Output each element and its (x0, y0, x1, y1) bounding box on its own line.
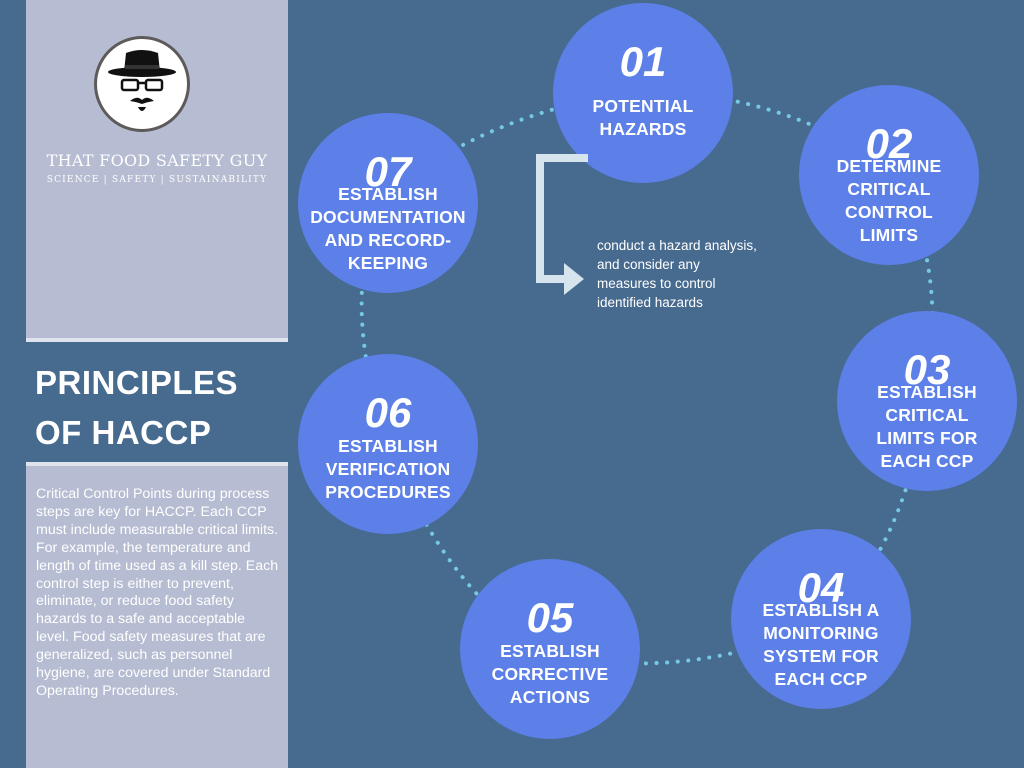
step-label-line: DOCUMENTATION (310, 207, 466, 227)
step-label-line: ESTABLISH (877, 382, 977, 402)
step-label-line: CONTROL (845, 202, 933, 222)
step-number: 02 (865, 120, 913, 167)
step-circle-01: 01 POTENTIAL HAZARDS (553, 3, 733, 183)
step-label-line: EACH CCP (774, 669, 868, 689)
step-label-line: KEEPING (347, 253, 429, 273)
step-label-line: CORRECTIVE (491, 664, 609, 684)
note-line: and consider any (597, 257, 700, 272)
step-label-line: MONITORING (763, 623, 879, 643)
bent-arrow-icon (536, 154, 588, 295)
step-label-line: SYSTEM FOR (763, 646, 879, 666)
step-label-line: ACTIONS (509, 687, 591, 707)
step-circle-05: 05 ESTABLISH CORRECTIVE ACTIONS (460, 559, 640, 739)
step-number: 04 (797, 564, 845, 611)
step-label-line: LIMITS FOR (876, 428, 978, 448)
step-label-line: DETERMINE (836, 156, 942, 176)
brand-name: THAT FOOD SAFETY GUY (46, 151, 268, 170)
step-label: DETERMINE CRITICAL CONTROL LIMITS (799, 155, 979, 247)
step-circle-07: 07 ESTABLISH DOCUMENTATION AND RECORD- KEEP… (298, 113, 478, 293)
step-label-line: EACH CCP (880, 451, 974, 471)
step-circle-06: 06 ESTABLISH VERIFICATION PROCEDURES (298, 354, 478, 534)
step-label: ESTABLISH DOCUMENTATION AND RECORD- KEEPING (298, 183, 478, 275)
step-circle-02: 02 DETERMINE CRITICAL CONTROL LIMITS (799, 85, 979, 265)
step-label-line: POTENTIAL (592, 96, 694, 116)
step-label: ESTABLISH VERIFICATION PROCEDURES (298, 435, 478, 504)
step-label-line: HAZARDS (599, 119, 687, 139)
step-number: 03 (903, 346, 951, 393)
step-label-line: ESTABLISH (500, 641, 600, 661)
step-label: POTENTIAL HAZARDS (553, 95, 733, 141)
sidebar: THAT FOOD SAFETY GUY SCIENCE | SAFETY | … (26, 0, 288, 768)
description-text: Critical Control Points during process s… (36, 486, 279, 699)
step-label: ESTABLISH A MONITORING SYSTEM FOR EACH CCP (731, 599, 911, 691)
brand-logo (94, 36, 190, 132)
page-title-line2: OF HACCP (35, 414, 212, 451)
note-line: conduct a hazard analysis, (597, 238, 757, 253)
step-number: 05 (526, 594, 574, 641)
step-label-line: CRITICAL (885, 405, 969, 425)
step-label-line: ESTABLISH (338, 436, 438, 456)
title-band: PRINCIPLES OF HACCP (26, 338, 288, 466)
note-line: measures to control (597, 276, 716, 291)
step-label-line: CRITICAL (847, 179, 931, 199)
step-number: 06 (364, 389, 412, 436)
step-label-line: LIMITS (859, 225, 919, 245)
brand-tagline: SCIENCE | SAFETY | SUSTAINABILITY (46, 175, 268, 185)
step-label: ESTABLISH CORRECTIVE ACTIONS (460, 640, 640, 709)
step-number: 01 (619, 38, 667, 85)
note-line: identified hazards (597, 295, 703, 310)
fedora-glasses-mustache-avatar-icon (108, 50, 176, 111)
step-label-line: ESTABLISH A (762, 600, 880, 620)
step-label-line: ESTABLISH (338, 184, 438, 204)
step-circle-03: 03 ESTABLISH CRITICAL LIMITS FOR EACH CCP (837, 311, 1017, 491)
step-circle-04: 04 ESTABLISH A MONITORING SYSTEM FOR EACH C… (731, 529, 911, 709)
hazard-analysis-note: conduct a hazard analysis, and consider … (597, 236, 797, 312)
step-label-line: PROCEDURES (325, 482, 451, 502)
page-title-line1: PRINCIPLES (35, 364, 239, 401)
step-label: ESTABLISH CRITICAL LIMITS FOR EACH CCP (837, 381, 1017, 473)
step-label-line: AND RECORD- (324, 230, 452, 250)
step-label-line: VERIFICATION (325, 459, 451, 479)
step-number: 07 (364, 148, 412, 195)
